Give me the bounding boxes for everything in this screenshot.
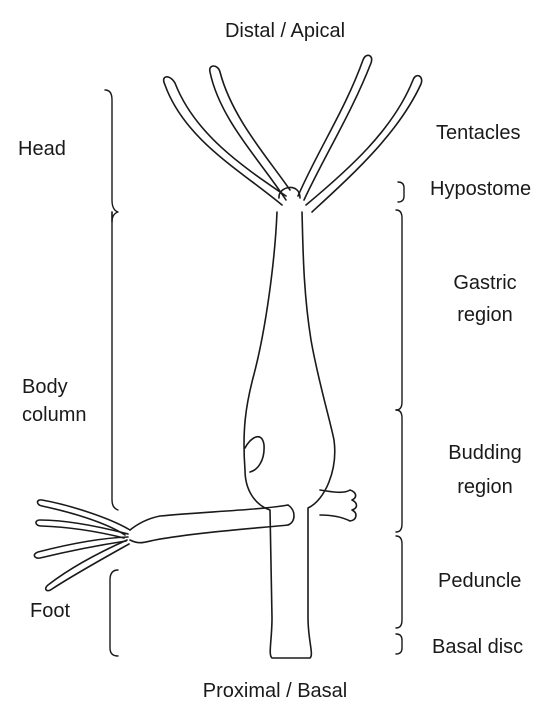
- budding-bracket: [396, 410, 402, 532]
- body-column-drawing: [244, 212, 335, 658]
- hypostome-label: Hypostome: [430, 176, 531, 202]
- gastric-region-label-line1: Gastric: [430, 270, 540, 296]
- foot-label: Foot: [30, 598, 70, 624]
- bud-bump-drawing: [245, 437, 264, 472]
- foot-bracket: [110, 570, 118, 656]
- right-bud-drawing: [320, 490, 357, 521]
- proximal-basal-label: Proximal / Basal: [165, 678, 385, 704]
- head-bracket: [105, 90, 118, 222]
- body-column-label-line2: column: [22, 402, 86, 428]
- body-column-label-line1: Body: [22, 374, 68, 400]
- peduncle-bracket: [396, 536, 402, 628]
- distal-apical-label: Distal / Apical: [175, 18, 395, 44]
- tentacles-drawing: [164, 55, 422, 212]
- body-column-bracket: [112, 212, 118, 510]
- basal-disc-bracket: [396, 634, 402, 654]
- gastric-region-label-line2: region: [430, 302, 540, 328]
- peduncle-label: Peduncle: [438, 568, 521, 594]
- side-bud-drawing: [34, 500, 294, 591]
- hypostome-bracket: [398, 182, 404, 202]
- tentacles-label: Tentacles: [436, 120, 521, 146]
- gastric-bracket: [396, 210, 402, 410]
- basal-disc-label: Basal disc: [432, 634, 523, 660]
- head-label: Head: [18, 136, 66, 162]
- budding-region-label-line1: Budding: [430, 440, 540, 466]
- budding-region-label-line2: region: [430, 474, 540, 500]
